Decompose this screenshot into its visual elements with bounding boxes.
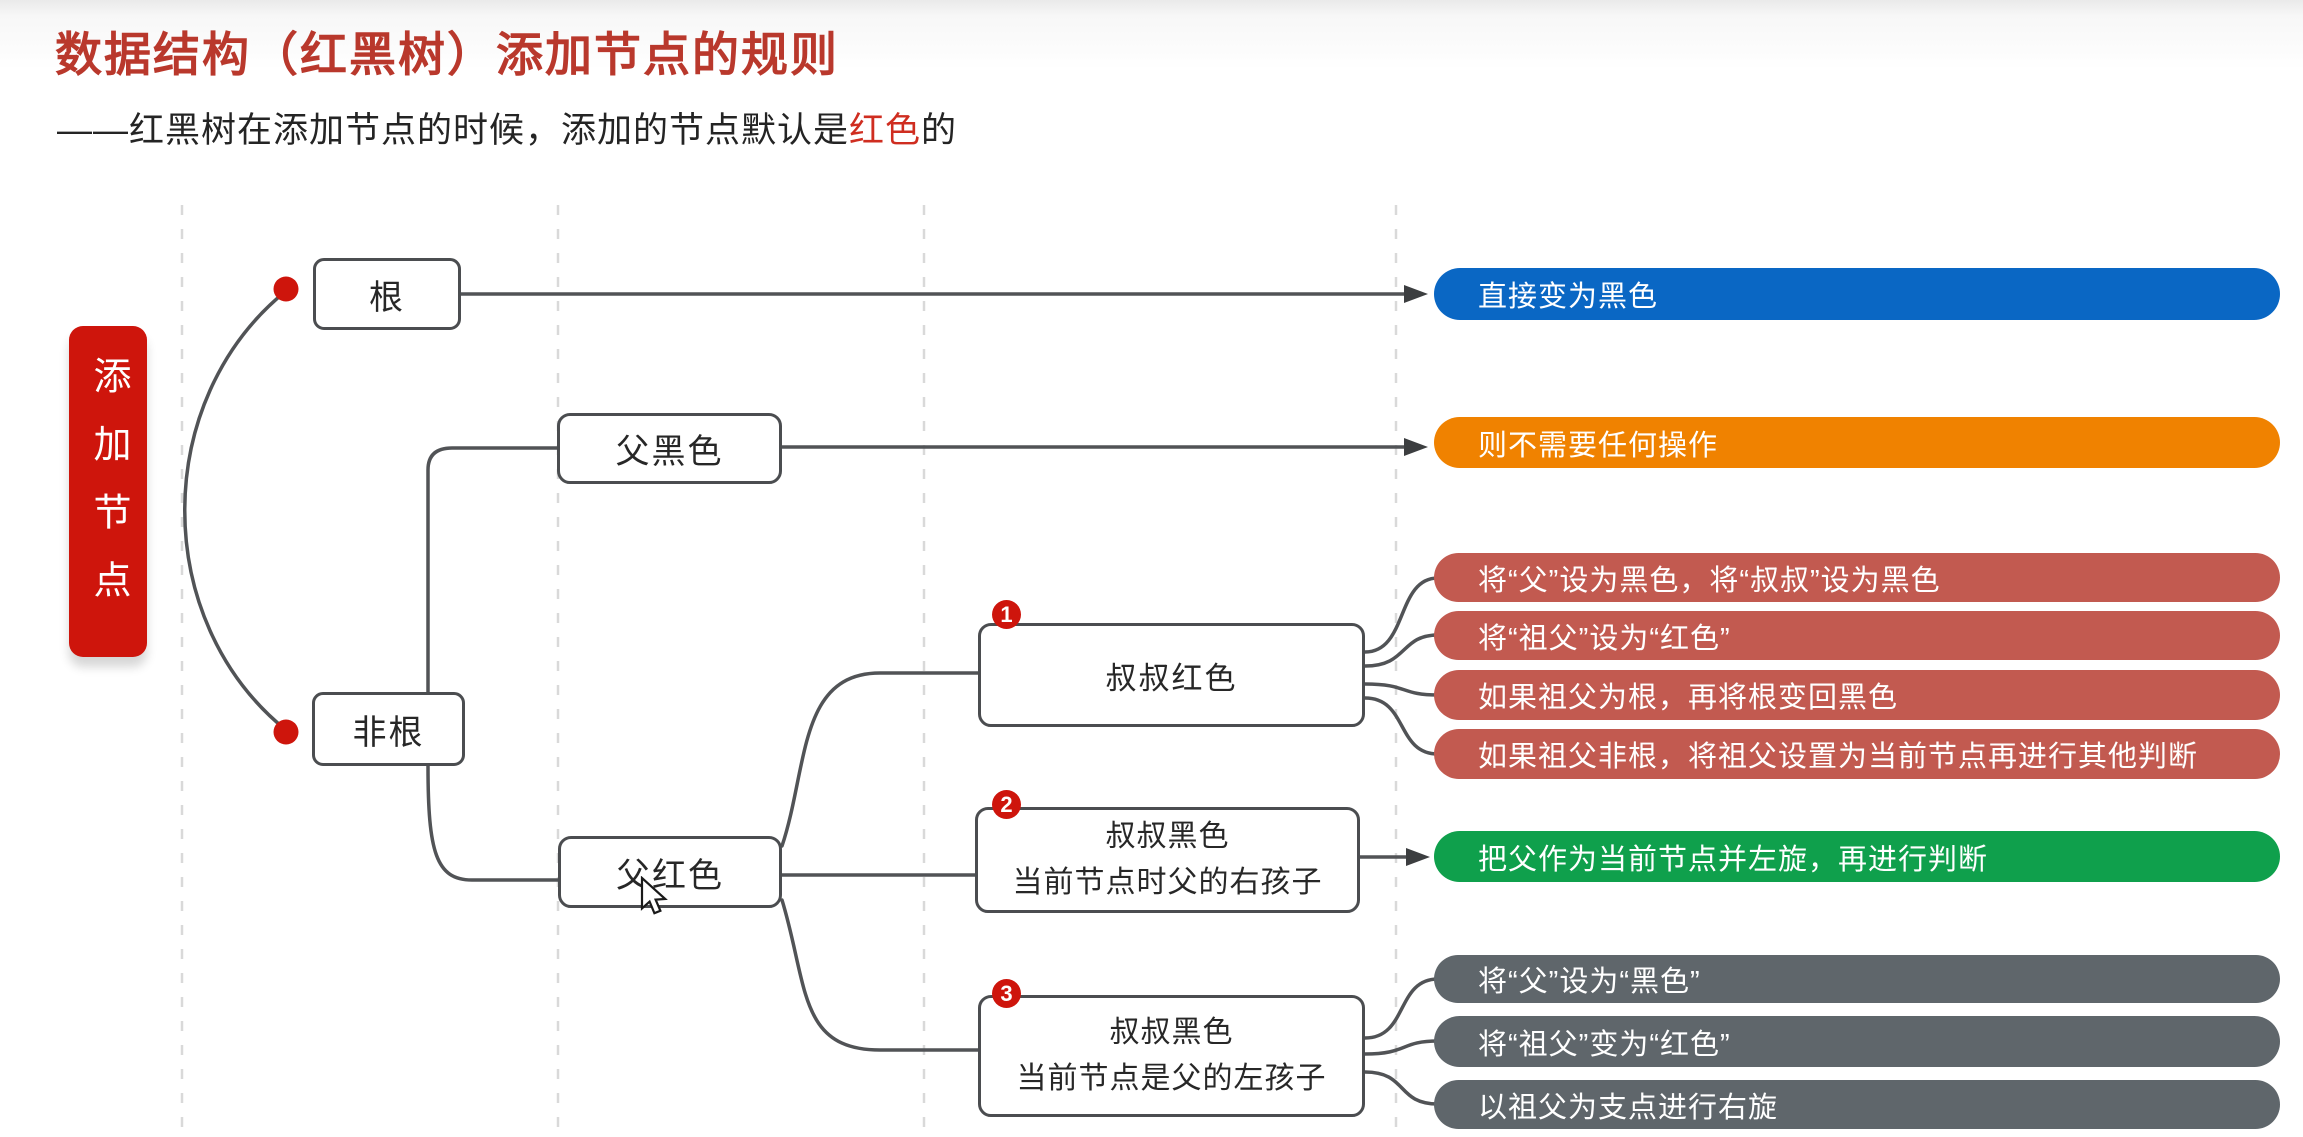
- branch-dot-root: [273, 276, 299, 302]
- branch-dot-nonroot: [273, 719, 299, 745]
- bar-uncle-black-right-action[interactable]: 把父作为当前节点并左旋，再进行判断: [1434, 831, 2280, 882]
- subtitle-text: ——红黑树在添加节点的时候，添加的节点默认是: [57, 111, 850, 150]
- node-uncle-black-left[interactable]: 叔叔黑色 当前节点是父的左孩子: [978, 995, 1365, 1117]
- branch-dots: [273, 276, 299, 745]
- wire-u3-bar2: [1363, 1039, 1440, 1056]
- arrowhead-orange: [1404, 438, 1428, 456]
- mouse-cursor: [640, 876, 668, 915]
- badge-3: 3: [992, 979, 1021, 1008]
- column-guides: [180, 205, 1398, 1137]
- bar-uncle-red-action-3[interactable]: 如果祖父为根，再将根变回黑色: [1434, 670, 2280, 720]
- wire-u3-bar3: [1363, 1070, 1440, 1106]
- wire-root-arc: [183, 289, 288, 732]
- node-nonroot-label: 非根: [352, 713, 425, 752]
- subtitle-highlight: 红色: [849, 111, 922, 150]
- node-uncle-black-right-line2: 当前节点时父的右孩子: [1012, 866, 1323, 899]
- bar-parent-black-action[interactable]: 则不需要任何操作: [1434, 417, 2280, 468]
- bar-uncle-black-left-action-3[interactable]: 以祖父为支点进行右旋: [1434, 1080, 2280, 1129]
- subtitle-suffix: 的: [921, 111, 958, 150]
- badge-1: 1: [992, 600, 1021, 629]
- wire-nonroot-down: [426, 764, 560, 882]
- node-root-case-label: 根: [369, 278, 405, 317]
- bar-uncle-black-left-action-1[interactable]: 将“父”设为“黑色”: [1434, 955, 2280, 1003]
- badge-2: 2: [992, 790, 1021, 819]
- wire-pred-down: [780, 898, 980, 1052]
- node-uncle-red-label: 叔叔红色: [1105, 660, 1238, 696]
- node-uncle-black-right[interactable]: 叔叔黑色 当前节点时父的右孩子: [975, 807, 1360, 913]
- arrowhead-blue: [1404, 285, 1428, 303]
- page-title: 数据结构（红黑树）添加节点的规则: [55, 28, 839, 81]
- node-uncle-black-right-line1: 叔叔黑色: [1105, 820, 1230, 853]
- wire-pred-up: [780, 671, 980, 848]
- bar-root-action[interactable]: 直接变为黑色: [1434, 268, 2280, 320]
- wire-nonroot-up: [426, 446, 559, 694]
- node-parent-red-label: 父红色: [616, 856, 724, 895]
- bar-uncle-red-action-4[interactable]: 如果祖父非根，将祖父设置为当前节点再进行其他判断: [1434, 729, 2280, 779]
- arrowheads: [1404, 285, 1430, 866]
- bar-uncle-red-action-1[interactable]: 将“父”设为黑色，将“叔叔”设为黑色: [1434, 553, 2280, 602]
- arrowhead-green: [1406, 848, 1430, 866]
- wire-u3-bar1: [1363, 977, 1440, 1040]
- node-uncle-black-left-line1: 叔叔黑色: [1109, 1016, 1234, 1049]
- node-nonroot-case[interactable]: 非根: [312, 692, 465, 766]
- root-node[interactable]: 添加节点: [69, 326, 147, 657]
- bar-uncle-black-left-action-2[interactable]: 将“祖父”变为“红色”: [1434, 1016, 2280, 1067]
- bar-uncle-red-action-2[interactable]: 将“祖父”设为“红色”: [1434, 611, 2280, 660]
- node-parent-black[interactable]: 父黑色: [557, 413, 782, 484]
- wire-u1-bar2: [1363, 633, 1440, 668]
- node-uncle-red[interactable]: 叔叔红色: [978, 623, 1365, 727]
- wire-u1-bar3: [1363, 682, 1440, 697]
- wire-u1-bar4: [1363, 696, 1440, 756]
- node-parent-black-label: 父黑色: [615, 433, 724, 471]
- wire-u1-bar1: [1363, 576, 1440, 654]
- subtitle: ——红黑树在添加节点的时候，添加的节点默认是红色的: [57, 102, 957, 153]
- node-uncle-black-left-line2: 当前节点是父的左孩子: [1016, 1062, 1327, 1095]
- node-root-case[interactable]: 根: [313, 258, 461, 330]
- node-parent-red[interactable]: 父红色: [558, 836, 782, 908]
